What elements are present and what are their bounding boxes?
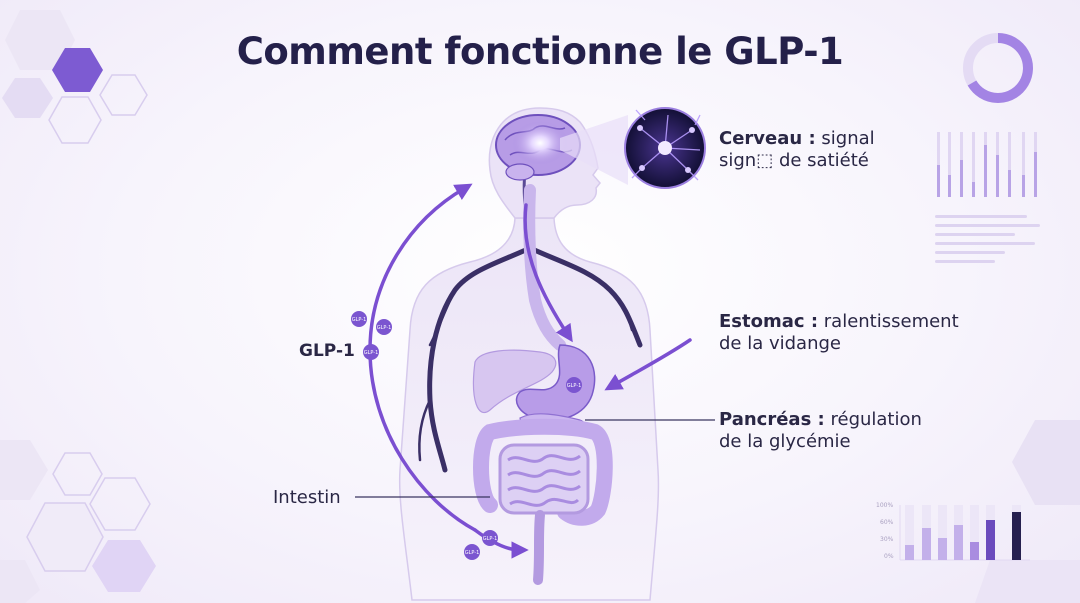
hexagon-decoration-bottom-right bbox=[975, 560, 1080, 603]
hexagon-decoration-right bbox=[1012, 420, 1080, 505]
colon bbox=[473, 418, 613, 526]
bar-chart-decoration-top bbox=[937, 132, 1037, 197]
stomach bbox=[515, 344, 596, 421]
glp1-label: GLP-1 bbox=[299, 341, 355, 361]
glp1-molecule-label: GLP-1 bbox=[364, 350, 379, 356]
estomac-label: Estomac : ralentissement de la vidange bbox=[719, 311, 959, 355]
deco-axis-tick: 0% bbox=[884, 553, 894, 560]
hexagon-decoration-top-left bbox=[2, 10, 148, 144]
pancreas-text-line2: de la glycémie bbox=[719, 431, 851, 452]
glp1-molecule: GLP-1 bbox=[482, 530, 498, 546]
cerveau-name: Cerveau : bbox=[719, 128, 816, 149]
zoom-beam bbox=[560, 115, 628, 185]
estomac-text-line2: de la vidange bbox=[719, 333, 841, 354]
cerveau-text-line2: sign⬚ de satiété bbox=[719, 150, 869, 171]
intestin-label: Intestin bbox=[273, 487, 341, 508]
cerveau-text-line1: signal bbox=[821, 128, 875, 149]
rectum bbox=[533, 510, 545, 585]
deco-axis-tick: 100% bbox=[876, 502, 894, 509]
cerveau-label: Cerveau : signal sign⬚ de satiété bbox=[719, 128, 875, 172]
glp1-molecule: GLP-1 bbox=[376, 319, 392, 335]
glp1-molecule: GLP-1 bbox=[566, 377, 582, 393]
neuron-zoom-circle bbox=[624, 107, 706, 189]
esophagus bbox=[523, 184, 566, 351]
deco-axis-tick: 60% bbox=[880, 519, 894, 526]
glp1-molecule: GLP-1 bbox=[464, 544, 480, 560]
glp1-molecule: GLP-1 bbox=[351, 311, 367, 327]
pancreas-text-line1: régulation bbox=[830, 409, 922, 430]
page-title: Comment fonctionne le GLP-1 bbox=[236, 30, 844, 73]
pancreas-label: Pancréas : régulation de la glycémie bbox=[719, 409, 922, 453]
glp1-molecule-label: GLP-1 bbox=[377, 325, 392, 331]
glp1-molecule: GLP-1 bbox=[363, 344, 379, 360]
estomac-text-line1: ralentissement bbox=[823, 311, 959, 332]
glp1-molecule-label: GLP-1 bbox=[352, 317, 367, 323]
liver bbox=[472, 349, 557, 413]
hexagon-decoration-bottom-left bbox=[0, 440, 156, 603]
glp1-molecule-label: GLP-1 bbox=[567, 383, 582, 389]
bar-chart-decoration-bottom bbox=[899, 505, 1030, 561]
estomac-name: Estomac : bbox=[719, 311, 819, 332]
glp1-molecule-label: GLP-1 bbox=[465, 550, 480, 556]
blood-vessels bbox=[418, 168, 643, 473]
donut-chart-decoration bbox=[963, 33, 1033, 103]
pancreas-name: Pancréas : bbox=[719, 409, 825, 430]
glp1-molecule-label: GLP-1 bbox=[483, 536, 498, 542]
deco-axis-tick: 30% bbox=[880, 536, 894, 543]
small-intestine bbox=[498, 443, 590, 515]
text-lines-decoration bbox=[935, 215, 1040, 263]
